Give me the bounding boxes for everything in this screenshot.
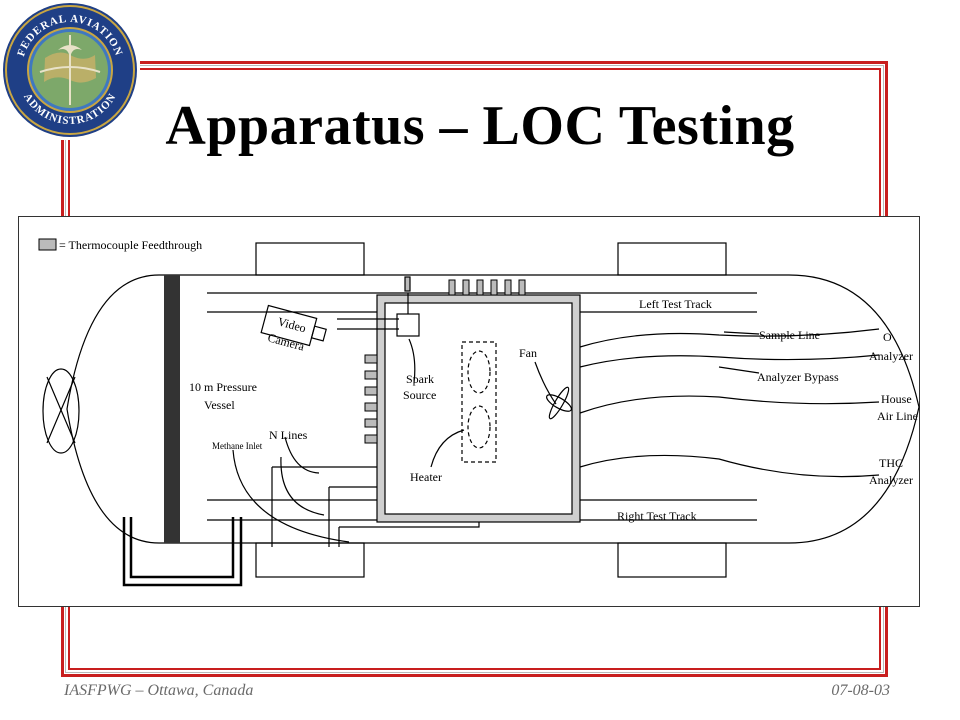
label-methane-inlet: Methane Inlet	[212, 441, 263, 451]
label-spark: Spark	[406, 372, 434, 386]
label-right-test-track: Right Test Track	[617, 509, 697, 523]
label-left-test-track: Left Test Track	[639, 297, 712, 311]
vessel-stand	[122, 517, 243, 587]
footer-left: IASFPWG – Ottawa, Canada	[64, 682, 254, 699]
label-house: House	[881, 392, 912, 406]
fan-icon	[546, 386, 572, 420]
mount-bottom-right	[617, 542, 727, 578]
vessel-flange	[164, 275, 180, 543]
vessel-outline	[66, 274, 920, 544]
footer-date: 07-08-03	[831, 682, 890, 699]
label-n-lines: N Lines	[269, 428, 308, 442]
label-pressure-vessel-1: 10 m Pressure	[189, 380, 257, 394]
label-air-line: Air Line	[877, 409, 918, 423]
label-sample-line: Sample Line	[759, 328, 820, 342]
mount-bottom-left	[255, 542, 365, 578]
heater-box	[461, 341, 497, 463]
label-thc: THC	[879, 456, 903, 470]
faa-seal-icon: FEDERAL AVIATION ADMINISTRATION	[0, 0, 140, 140]
video-camera-icon	[260, 304, 327, 347]
mount-top-left	[255, 242, 365, 276]
label-pressure-vessel-2: Vessel	[204, 398, 235, 412]
label-analyzer-bypass: Analyzer Bypass	[757, 370, 839, 384]
thermocouple-legend-swatch	[38, 238, 57, 251]
label-heater: Heater	[410, 470, 442, 484]
label-video: Video	[276, 314, 307, 335]
label-analyzer-1: Analyzer	[869, 349, 913, 363]
label-source: Source	[403, 388, 436, 402]
vessel-end-cap	[42, 368, 80, 454]
label-analyzer-2: Analyzer	[869, 473, 913, 487]
apparatus-diagram: = Thermocouple Feedthrough Left Test Tra…	[18, 216, 920, 607]
legend-text: = Thermocouple Feedthrough	[59, 238, 202, 252]
label-fan: Fan	[519, 346, 537, 360]
mount-top-right	[617, 242, 727, 276]
label-o: O	[883, 330, 892, 344]
slide-title: Apparatus – LOC Testing	[165, 95, 795, 157]
